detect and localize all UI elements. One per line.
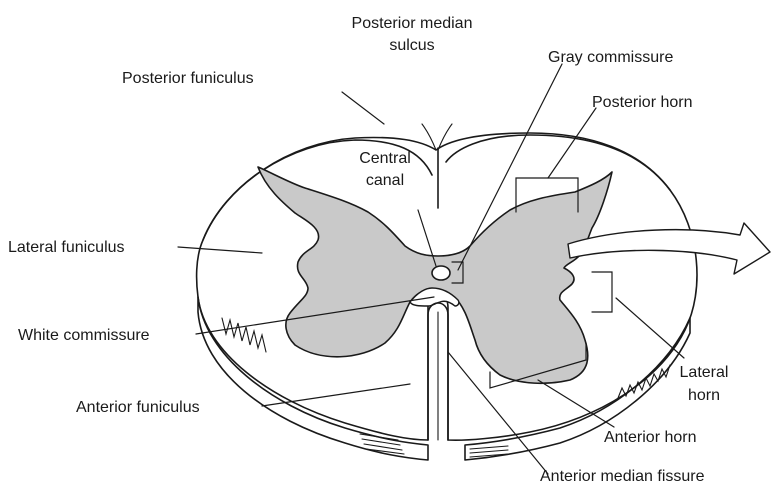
label-anterior-horn: Anterior horn (604, 429, 697, 446)
label-anterior-median-fissure: Anterior median fissure (540, 468, 705, 485)
direction-arrow (568, 223, 770, 274)
label-lateral-horn-line2: horn (688, 387, 720, 404)
leader-posterior-funiculus (342, 92, 384, 124)
band-hatching-left (222, 318, 266, 352)
lateral-horn-bracket (592, 272, 612, 312)
central-canal (432, 266, 450, 280)
leader-posterior-horn (548, 108, 596, 178)
label-gray-commissure: Gray commissure (548, 49, 673, 66)
label-central-canal-line1: Central (359, 150, 411, 167)
label-white-commissure: White commissure (18, 327, 150, 344)
leader-lateral-horn (616, 298, 684, 358)
label-posterior-funiculus: Posterior funiculus (122, 70, 254, 87)
label-lateral-funiculus: Lateral funiculus (8, 239, 125, 256)
label-lateral-horn-line1: Lateral (680, 364, 729, 381)
leader-lateral-funiculus (178, 247, 262, 253)
label-anterior-funiculus: Anterior funiculus (76, 399, 200, 416)
label-posterior-horn: Posterior horn (592, 94, 693, 111)
label-central-canal-line2: canal (366, 172, 404, 189)
leader-anterior-horn (538, 380, 614, 427)
label-posterior-median-sulcus-line2: sulcus (389, 37, 434, 54)
label-posterior-median-sulcus-line1: Posterior median (352, 15, 473, 32)
leader-anterior-funiculus (262, 384, 410, 406)
